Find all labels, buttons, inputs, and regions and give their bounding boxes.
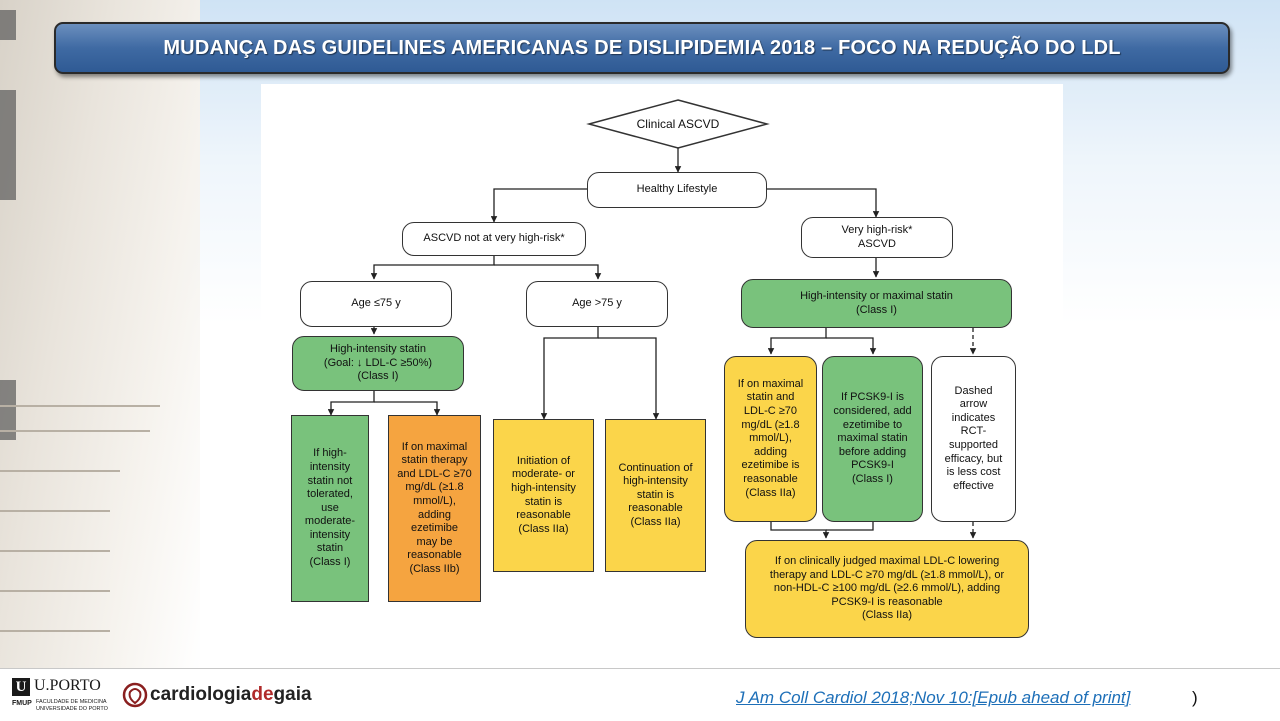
pcsk9-considered-node: If PCSK9-I is considered, add ezetimibe … [822,356,923,522]
slide-title: MUDANÇA DAS GUIDELINES AMERICANAS DE DIS… [163,36,1121,59]
building-window [0,10,16,40]
building-window [0,90,16,200]
heart-logo-icon [122,682,148,708]
background-building [0,0,200,680]
building-ledge [0,470,120,472]
high-or-maximal-statin-node: High-intensity or maximal statin (Class … [741,279,1012,328]
arrow-left-split-b [494,264,602,280]
arrow-maxstatin-split-b [826,337,877,355]
arrow-to-pcsk9 [770,522,830,539]
fmup-subtitle: FACULDADE DE MEDICINA UNIVERSIDADE DO PO… [36,699,108,712]
footer-bar [0,668,1280,721]
max-statin-ezetimibe-iia-node: If on maximal statin and LDL-C ≥70 mg/dL… [724,356,817,522]
arrow-age75-split-b [598,337,660,420]
arrow-lifestyle-left [490,188,587,223]
building-ledge [0,630,110,632]
building-ledge [0,550,110,552]
building-window [0,380,16,440]
max-statin-ezetimibe-iib-node: If on maximal statin therapy and LDL-C ≥… [388,415,481,602]
statin-not-tolerated-node: If high- intensity statin not tolerated,… [291,415,369,602]
arrow-left-split [370,256,495,280]
flowchart: Clinical ASCVD Healthy Lifestyle ASCVD n… [261,84,1063,650]
building-ledge [0,405,160,407]
flowchart-connectors [327,99,977,539]
arrow-statin-split [327,391,375,416]
arrow-maxstatin-split [767,328,827,355]
arrow-lifestyle-right [767,188,880,218]
initiation-moderate-node: Initiation of moderate- or high-intensit… [493,419,594,572]
age-gt75-node: Age >75 y [526,281,668,327]
pcsk9-reasonable-node: If on clinically judged maximal LDL-C lo… [745,540,1029,638]
dashed-arrow-note-node: Dashed arrow indicates RCT- supported ef… [931,356,1016,522]
arrow-statin-split-b [374,401,441,416]
age-le75-node: Age ≤75 y [300,281,452,327]
uporto-wordmark: U.PORTO [34,677,101,694]
arrow-to-pcsk9-b [826,522,874,531]
gaia-de: de [251,684,274,705]
uporto-logo: U U.PORTO FMUP FACULDADE DE MEDICINA UNI… [12,676,114,714]
start-label: Clinical ASCVD [636,117,720,131]
healthy-lifestyle-node: Healthy Lifestyle [587,172,767,208]
building-ledge [0,430,150,432]
building-ledge [0,510,110,512]
gaia-prefix: cardiologia [150,684,252,705]
fmup-label: FMUP [12,700,32,707]
reference-close-paren: ) [1192,688,1198,707]
cardiologiadegaia-logo: cardiologiadegaia [150,684,312,706]
gaia-suffix: gaia [273,684,312,705]
building-ledge [0,590,110,592]
reference-link[interactable]: J Am Coll Cardiol 2018;Nov 10:[Epub ahea… [736,688,1131,707]
not-very-high-risk-node: ASCVD not at very high-risk* [402,222,586,256]
uporto-u-mark: U [12,678,30,696]
slide-title-bar: MUDANÇA DAS GUIDELINES AMERICANAS DE DIS… [54,22,1230,74]
high-intensity-statin-node: High-intensity statin (Goal: ↓ LDL-C ≥50… [292,336,464,391]
continuation-high-node: Continuation of high-intensity statin is… [605,419,706,572]
very-high-risk-node: Very high-risk* ASCVD [801,217,953,258]
arrow-age75-split [540,327,599,420]
